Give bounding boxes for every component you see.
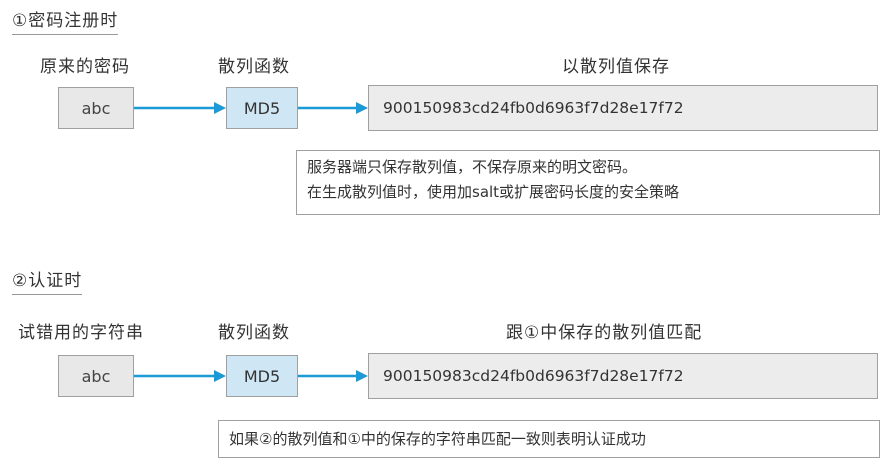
label-original-password: 原来的密码 — [40, 57, 130, 77]
arrow-input-to-md5-1 — [134, 102, 226, 114]
label-match-stored-hash: 跟①中保存的散列值匹配 — [506, 323, 703, 343]
label-hash-function-1: 散列函数 — [218, 57, 290, 77]
section1-title: ①密码注册时 — [12, 6, 119, 35]
label-hash-function-2: 散列函数 — [218, 323, 290, 343]
note-box-2: 如果②的散列值和①中的保存的字符串匹配一致则表明认证成功 — [218, 420, 880, 458]
arrow-md5-to-hash-2 — [298, 370, 368, 382]
note-box-1: 服务器端只保存散列值，不保存原来的明文密码。 在生成散列值时，使用加salt或扩… — [296, 150, 880, 215]
note-1-line2: 在生成散列值时，使用加salt或扩展密码长度的安全策略 — [307, 183, 680, 201]
md5-function-box-1: MD5 — [226, 87, 298, 129]
computed-hash-box: 900150983cd24fb0d6963f7d28e17f72 — [368, 353, 878, 399]
stored-hash-box: 900150983cd24fb0d6963f7d28e17f72 — [368, 85, 878, 131]
arrow-input-to-md5-2 — [134, 370, 226, 382]
note-1-line1: 服务器端只保存散列值，不保存原来的明文密码。 — [307, 158, 638, 176]
label-trial-string: 试错用的字符串 — [18, 323, 144, 343]
md5-function-box-2: MD5 — [226, 355, 298, 397]
arrow-md5-to-hash-1 — [298, 102, 368, 114]
input-box-1: abc — [58, 87, 134, 129]
section2-title: ②认证时 — [12, 266, 83, 295]
input-box-2: abc — [58, 355, 134, 397]
label-store-as-hash: 以散列值保存 — [562, 57, 670, 77]
